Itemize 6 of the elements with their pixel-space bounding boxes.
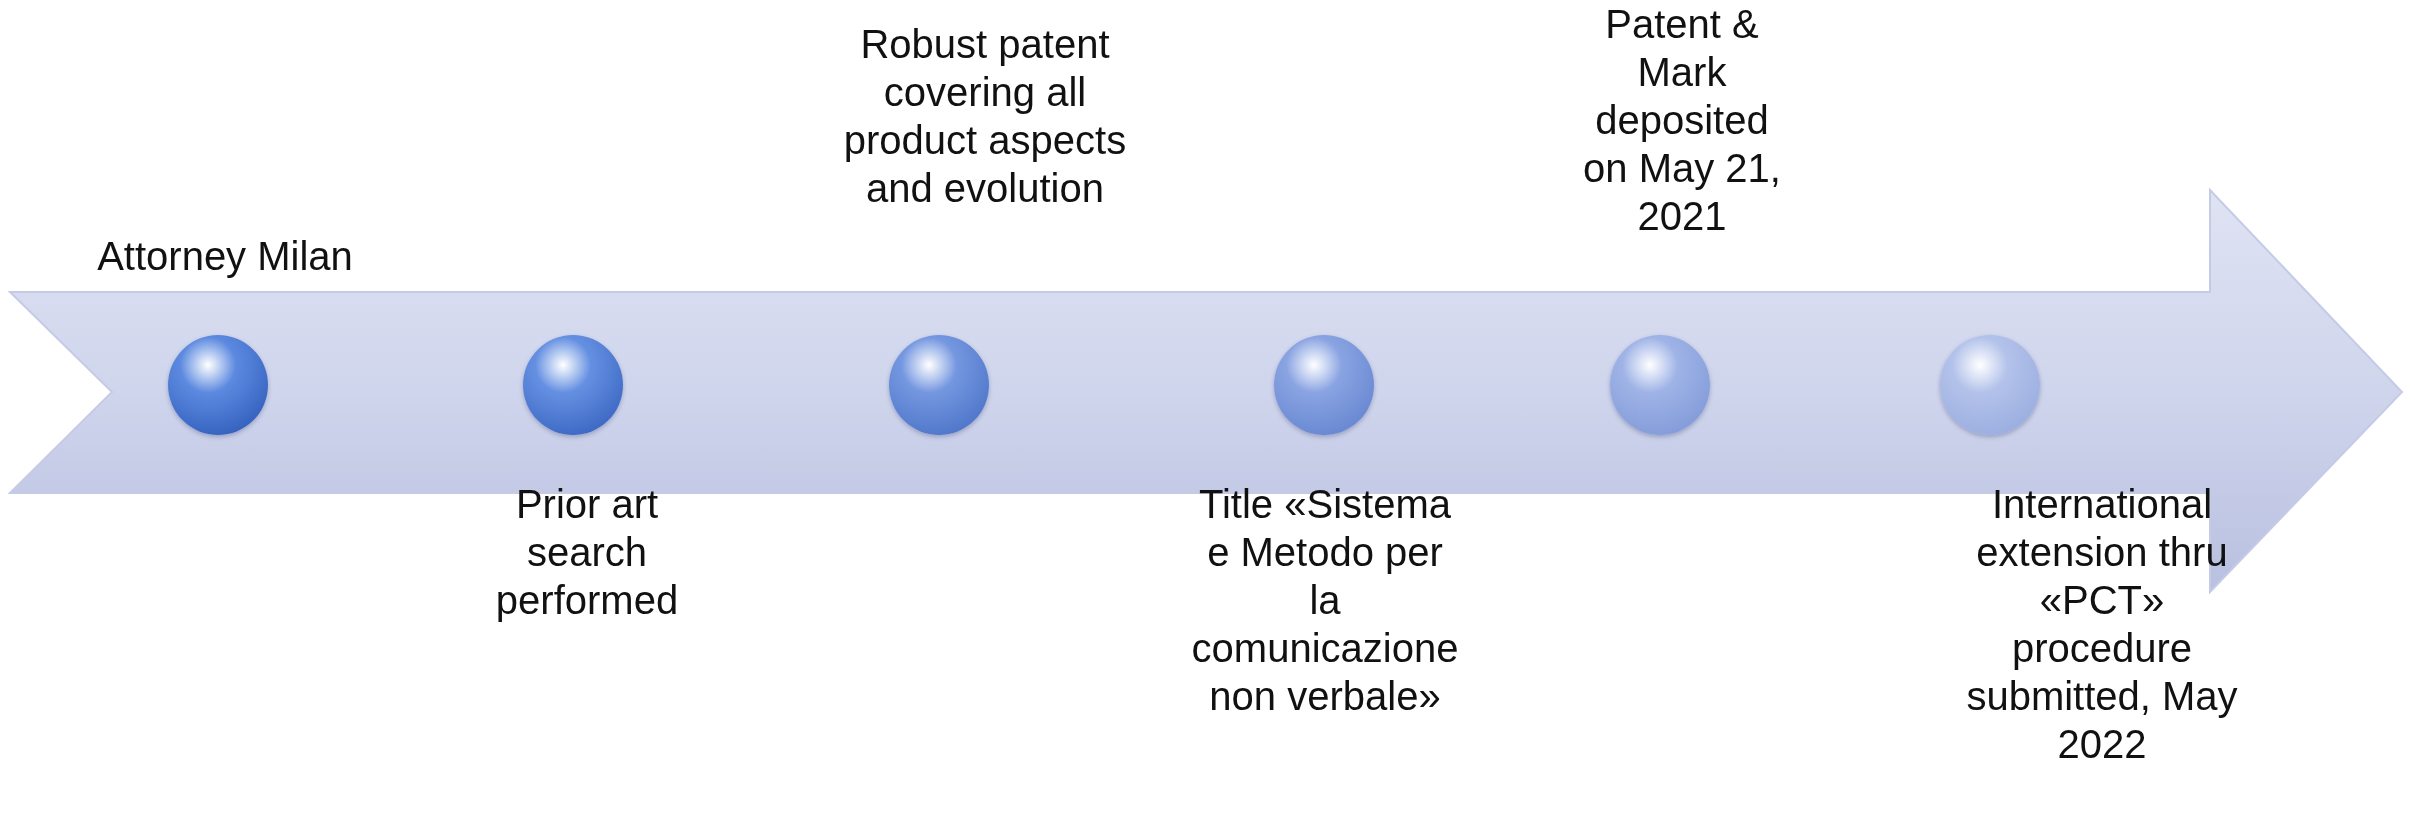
milestone-text: Attorney Milan: [96, 233, 354, 280]
milestone-text: Title «Sistema e Metodo per la comunicazione non verbale»: [1190, 481, 1460, 720]
milestone-text: International extension thru «PCT» procedure submitted, May 2022: [1965, 481, 2239, 768]
milestone-text: Robust patent covering all product aspects and evolution: [842, 21, 1128, 212]
milestone-text: Prior art search performed: [494, 481, 680, 624]
milestone-text: Patent & Mark deposited on May 21, 2021: [1582, 1, 1782, 240]
